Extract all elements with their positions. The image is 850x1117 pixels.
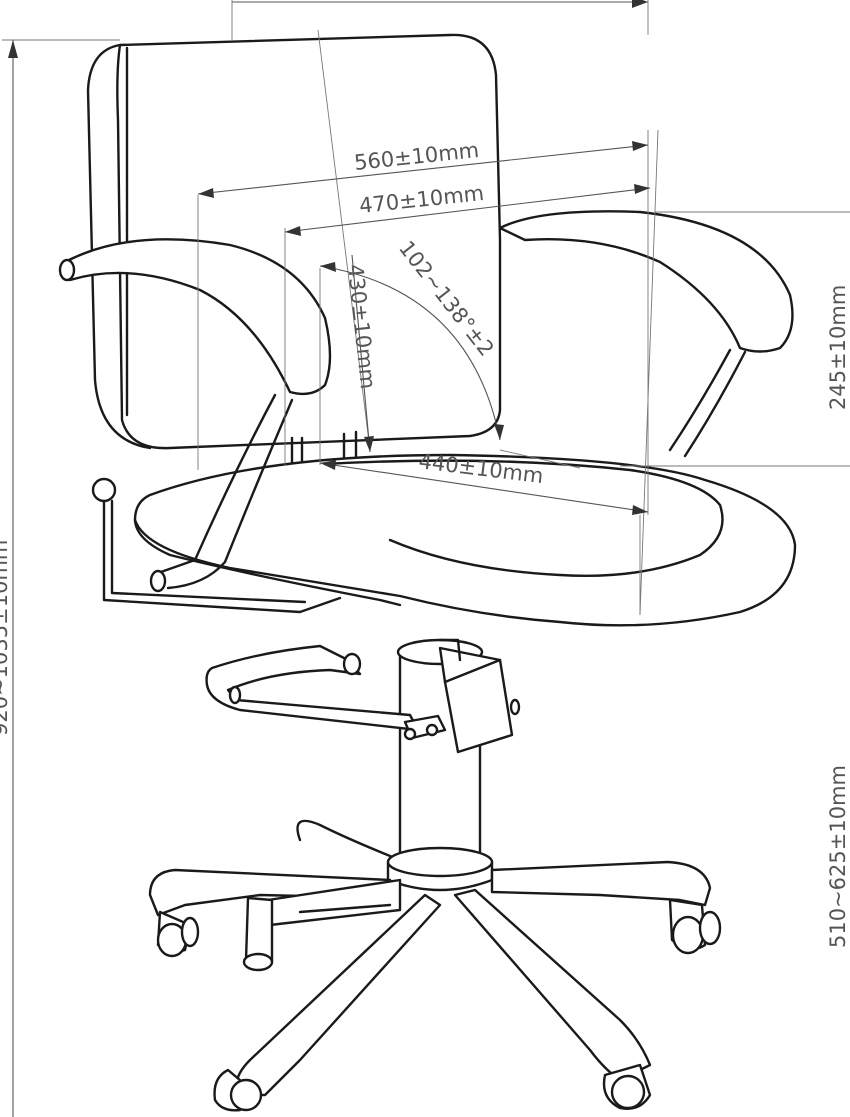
seat	[133, 453, 797, 627]
chair-drawing	[58, 33, 797, 1112]
base-hub	[296, 819, 494, 892]
backrest	[86, 33, 502, 450]
armrest-right	[498, 210, 794, 458]
armrest-left	[58, 238, 332, 593]
tilt-lever	[91, 477, 342, 614]
star-base	[148, 860, 712, 1097]
label-overall-height: 920~1035±10mm	[0, 540, 12, 736]
casters	[156, 896, 722, 1112]
label-armrest-height: 245±10mm	[826, 285, 850, 410]
gas-lift	[396, 638, 521, 868]
label-seat-height: 510~625±10mm	[826, 765, 850, 948]
height-lever	[205, 644, 447, 741]
